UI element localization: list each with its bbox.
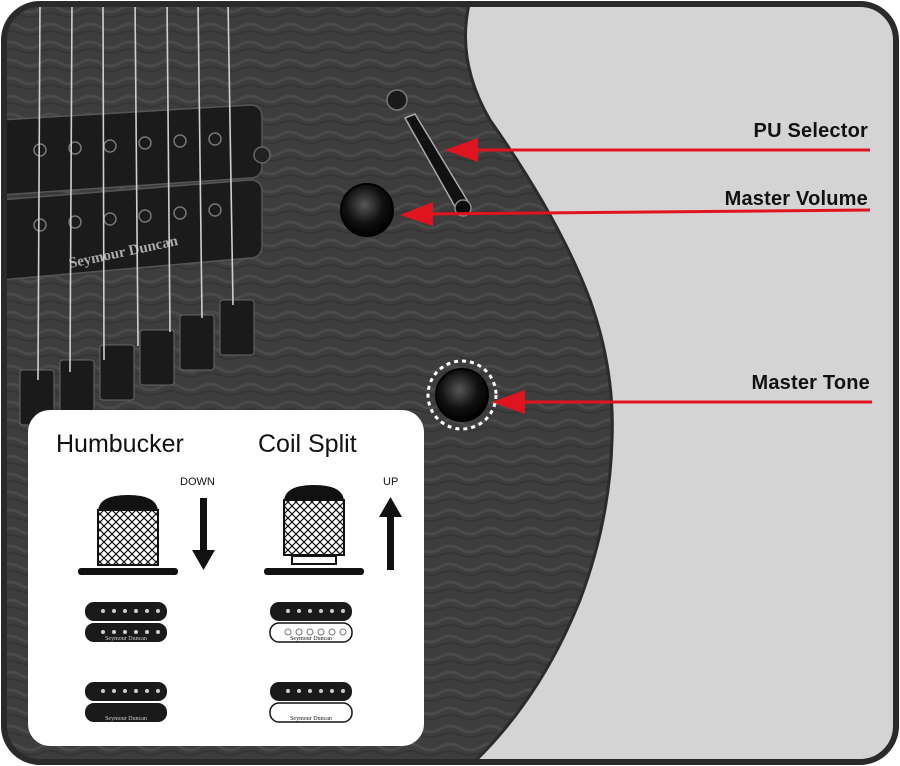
brand-text-cs-2: Seymour Duncan (290, 716, 332, 722)
down-arrow-icon (192, 498, 215, 570)
callout-arrows (400, 138, 872, 414)
pu-selector-label: PU Selector (753, 120, 868, 142)
up-arrow-icon (379, 497, 402, 570)
humbucker-knob-icon (78, 495, 178, 575)
coil-split-knob-icon (264, 485, 364, 575)
legend-illustration: Seymour Duncan Seymour Duncan Seymour Du… (78, 485, 402, 723)
master-volume-label: Master Volume (724, 188, 868, 210)
pu-selector-switch (386, 89, 472, 217)
down-label: DOWN (180, 476, 215, 488)
coil-split-pickups-icon (269, 602, 353, 723)
brand-text-hb-2: Seymour Duncan (105, 716, 147, 722)
master-tone-knob (435, 368, 489, 422)
tone-highlight-ring (426, 359, 498, 431)
strings (37, 4, 234, 381)
pickup-mode-legend: Seymour Duncan Seymour Duncan Seymour Du… (28, 410, 424, 746)
up-label: UP (383, 476, 399, 488)
brand-text-hb-1: Seymour Duncan (105, 636, 147, 642)
neck-pickup (4, 104, 271, 281)
humbucker-title: Humbucker (56, 430, 184, 458)
master-tone-label: Master Tone (751, 372, 870, 394)
humbucker-pickups-icon (85, 602, 167, 722)
coil-split-title: Coil Split (258, 430, 357, 458)
master-volume-knob (340, 183, 394, 237)
brand-text-cs-1: Seymour Duncan (290, 636, 332, 642)
